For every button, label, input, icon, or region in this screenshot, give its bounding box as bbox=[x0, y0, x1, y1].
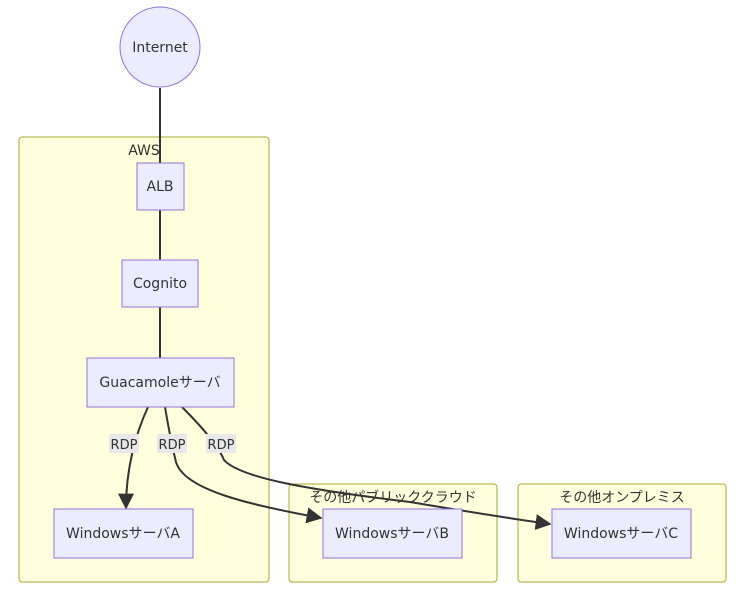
edge-label-rdp-c: RDP bbox=[206, 434, 236, 453]
node-guacamole[interactable]: Guacamoleサーバ bbox=[86, 357, 235, 408]
node-cognito[interactable]: Cognito bbox=[121, 259, 199, 308]
cluster-aws-label: AWS bbox=[128, 143, 160, 159]
node-server-b-label: WindowsサーバB bbox=[335, 526, 449, 542]
edge-label-rdp-b-text: RDP bbox=[159, 438, 186, 453]
edge-label-rdp-a: RDP bbox=[109, 434, 139, 453]
node-guacamole-label: Guacamoleサーバ bbox=[99, 375, 220, 391]
edge-label-rdp-b: RDP bbox=[157, 434, 187, 453]
node-alb[interactable]: ALB bbox=[136, 162, 185, 211]
node-internet-label: Internet bbox=[132, 40, 188, 56]
node-server-a[interactable]: WindowsサーバA bbox=[53, 508, 194, 559]
cluster-onprem-label: その他オンプレミス bbox=[559, 490, 685, 506]
node-server-c[interactable]: WindowsサーバC bbox=[551, 508, 692, 559]
node-server-b[interactable]: WindowsサーバB bbox=[322, 508, 463, 559]
node-alb-label: ALB bbox=[147, 179, 174, 195]
cluster-other-cloud-label: その他パブリッククラウド bbox=[309, 489, 476, 506]
node-internet[interactable]: Internet bbox=[119, 6, 201, 88]
node-server-a-label: WindowsサーバA bbox=[66, 526, 180, 542]
node-cognito-label: Cognito bbox=[133, 276, 187, 292]
edge-label-rdp-c-text: RDP bbox=[208, 438, 235, 453]
edge-guacamole-server-a bbox=[118, 406, 149, 510]
node-server-c-label: WindowsサーバC bbox=[564, 526, 678, 542]
edge-label-rdp-a-text: RDP bbox=[111, 438, 138, 453]
edge-guacamole-server-b bbox=[164, 406, 323, 524]
